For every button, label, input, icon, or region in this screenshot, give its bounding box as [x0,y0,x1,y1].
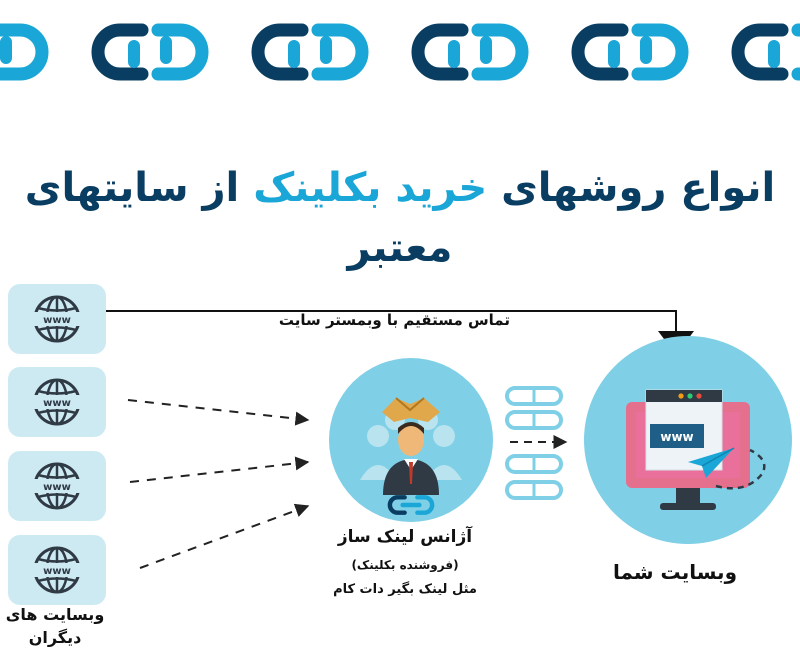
your-site-circle: www [584,336,792,544]
dashed-arrow-2 [130,462,308,482]
svg-text:www: www [43,482,71,493]
direct-contact-label: تماس مستقیم با وبمستر سایت [300,311,510,329]
chain-link-pill-1 [507,388,561,404]
your-site-label: وبسایت شما [600,560,750,584]
chain-link-pill-2 [507,412,561,428]
agency-circle [329,358,493,522]
chain-link-pill-3 [507,456,561,472]
agency-example: مثل لینک بگیر دات کام [315,582,495,597]
site-tile-2: www [8,367,106,437]
agency-subtitle: (فروشنده بکلینک) [330,558,480,572]
globe-www-icon: www [33,380,81,424]
dashed-arrow-3 [140,506,308,568]
svg-text:www: www [43,566,71,577]
site-tile-3: www [8,451,106,521]
agency-name: آژانس لینک ساز [330,527,480,547]
svg-text:www: www [43,398,71,409]
chain-link-pill-4 [507,482,561,498]
site-tile-4: www [8,535,106,605]
globe-www-icon: www [33,297,81,341]
site-tile-1: www [8,284,106,354]
other-sites-label-line2: دیگران [0,628,110,647]
globe-www-icon: www [33,464,81,508]
dashed-arrow-1 [128,400,308,420]
globe-www-icon: www [33,548,81,592]
other-sites-label-line1: وبسایت های [0,605,110,624]
browser-www-text: www [660,430,693,444]
svg-text:www: www [43,315,71,326]
